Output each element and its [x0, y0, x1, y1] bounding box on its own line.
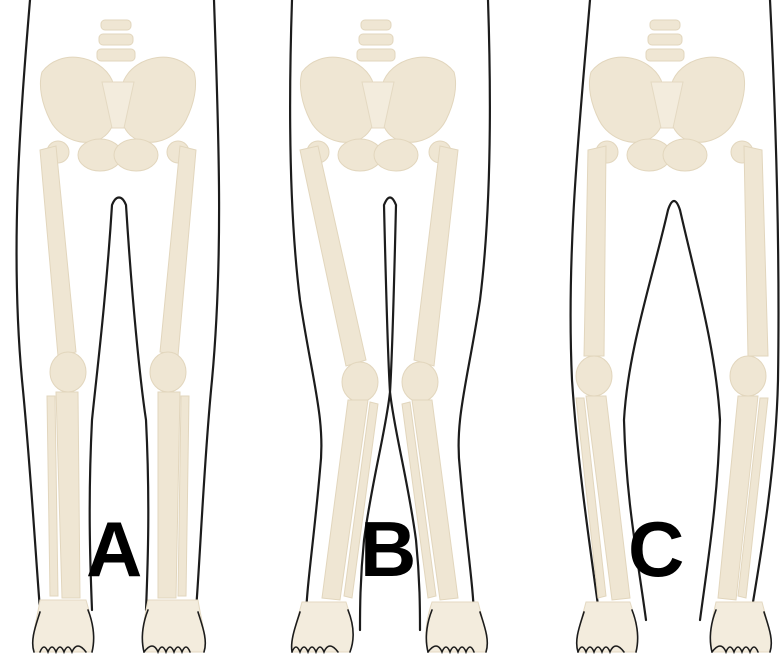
panel-c-label: C — [628, 510, 684, 588]
panel-c-feet — [577, 602, 772, 652]
panel-a-label: A — [86, 510, 142, 588]
panel-a-knees — [50, 352, 186, 392]
panel-c-femurs — [584, 141, 768, 356]
panel-a-feet — [33, 600, 206, 652]
panel-c-knees — [576, 356, 766, 396]
panel-b-label: B — [360, 510, 416, 588]
panel-b-feet — [292, 602, 488, 652]
panel-a-femurs — [40, 141, 196, 356]
panel-b-femurs — [300, 141, 458, 366]
